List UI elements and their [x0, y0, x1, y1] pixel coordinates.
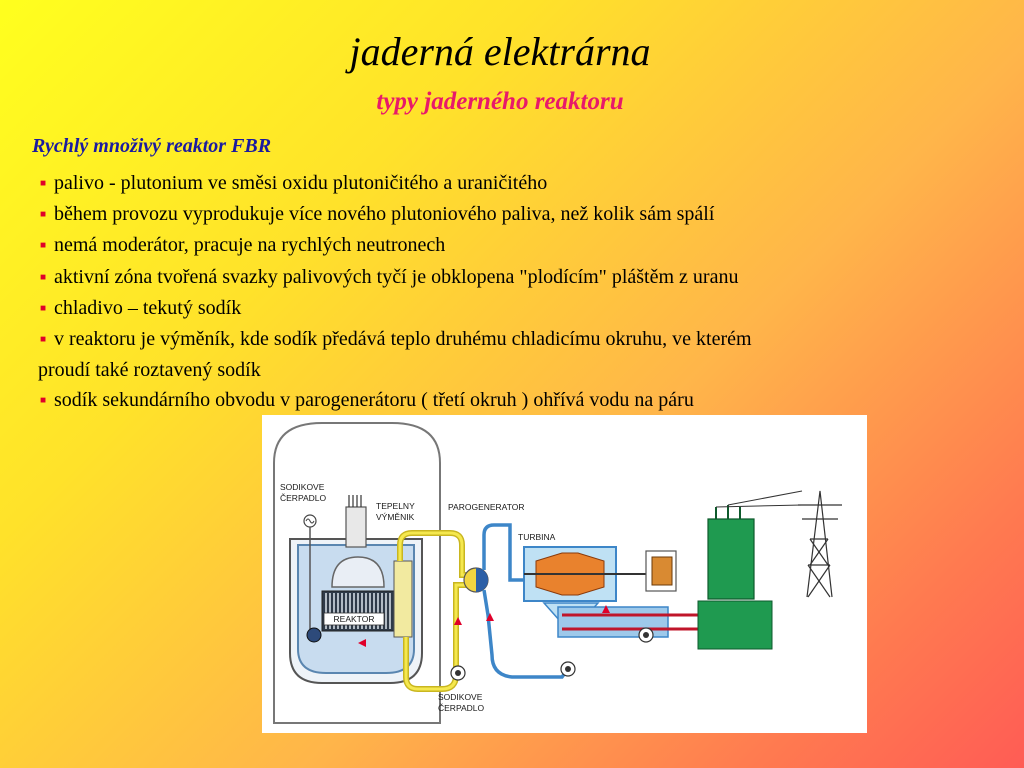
- slide-title: jaderná elektrárna: [349, 29, 651, 74]
- transmission-tower: [798, 490, 842, 598]
- bullet-text: proudí také roztavený sodík: [38, 359, 261, 382]
- steam-generator-water-side: [476, 568, 488, 592]
- control-rod-drive: [345, 506, 367, 548]
- bullet-text: palivo - plutonium ve směsi oxidu pluton…: [54, 172, 548, 194]
- bullet-icon: ■: [40, 334, 47, 346]
- fbr-diagram: REAKTOR SODIKOVE ČERPADLO TEPELNY VÝMĚNI…: [262, 415, 867, 733]
- bullet-icon: ■: [40, 395, 47, 407]
- fbr-diagram-svg: REAKTOR SODIKOVE ČERPADLO TEPELNY VÝMĚNI…: [273, 422, 842, 724]
- bullet-item: ■ palivo - plutonium ve směsi oxidu pluto…: [38, 168, 998, 199]
- pump-bottom-label-1: SODIKOVE: [438, 692, 483, 702]
- bullet-item: ■ sodík sekundárního obvodu v parogenerát…: [38, 385, 998, 416]
- bullet-text: v reaktoru je výměník, kde sodík předává…: [54, 328, 752, 351]
- section-heading: Rychlý množivý reaktor FBR: [32, 135, 272, 157]
- bullet-icon: ■: [40, 240, 47, 252]
- bullet-text: nemá moderátor, pracuje na rychlých neut…: [54, 234, 446, 257]
- bullet-list: ■ palivo - plutonium ve směsi oxidu pluto…: [38, 168, 998, 417]
- pump-top-label-1: SODIKOVE: [280, 482, 325, 492]
- bullet-item: ■ chladivo – tekutý sodík: [38, 293, 998, 324]
- power-line-1: [727, 490, 803, 506]
- cooling-tower: [697, 600, 773, 650]
- generator-insulators: [715, 505, 741, 519]
- containment-building: [273, 422, 441, 724]
- primary-pump-icon: [306, 627, 322, 643]
- exchanger-label-2: VÝMĚNIK: [376, 512, 415, 522]
- power-line-2: [715, 504, 803, 508]
- bullet-icon: ■: [40, 209, 47, 221]
- slide-subtitle: typy jaderného reaktoru: [376, 88, 624, 115]
- exchanger-label-1: TEPELNY: [376, 501, 415, 511]
- bullet-text: sodík sekundárního obvodu v parogeneráto…: [54, 389, 694, 412]
- reactor-label: REAKTOR: [334, 614, 375, 624]
- exciter-core: [651, 556, 673, 586]
- bullet-item: ■ aktivní zóna tvořená svazky palivových …: [38, 262, 998, 293]
- steam-line: [482, 523, 524, 582]
- heat-exchanger: [393, 560, 413, 638]
- reactor-dome: [331, 556, 385, 588]
- feedwater-pump-hub: [565, 666, 571, 672]
- secondary-loop-supply-inner: [398, 531, 468, 577]
- bullet-icon: ■: [40, 178, 47, 189]
- pump-top-label-2: ČERPADLO: [280, 493, 327, 503]
- reactor-label-box: [323, 612, 385, 626]
- turbine-label: TURBINA: [518, 532, 556, 542]
- bullet-item: ■ v reaktoru je výměník, kde sodík předáv…: [38, 324, 998, 355]
- control-rod-top: [348, 495, 362, 507]
- ac-symbol-icon: [305, 518, 315, 524]
- bullet-text: aktivní zóna tvořená svazky palivových t…: [54, 265, 739, 288]
- steam-generator-label: PAROGENERATOR: [448, 502, 525, 512]
- feedwater-line: [482, 589, 570, 679]
- flow-arrows: [358, 605, 610, 647]
- bullet-continuation: proudí také roztavený sodík: [38, 355, 998, 385]
- bullet-text: chladivo – tekutý sodík: [54, 296, 242, 319]
- bullet-icon: ■: [40, 271, 47, 283]
- bullet-icon: ■: [40, 302, 47, 314]
- bullet-item: ■ během provozu vyprodukuje více nového p…: [38, 199, 998, 230]
- pump-bottom-label-2: ČERPADLO: [438, 703, 485, 713]
- secondary-pump-hub: [455, 670, 461, 676]
- generator: [707, 518, 755, 600]
- cooling-pump-hub: [643, 632, 649, 638]
- bullet-item: ■ nemá moderátor, pracuje na rychlých neu…: [38, 230, 998, 261]
- bullet-text: během provozu vyprodukuje více nového pl…: [54, 203, 715, 226]
